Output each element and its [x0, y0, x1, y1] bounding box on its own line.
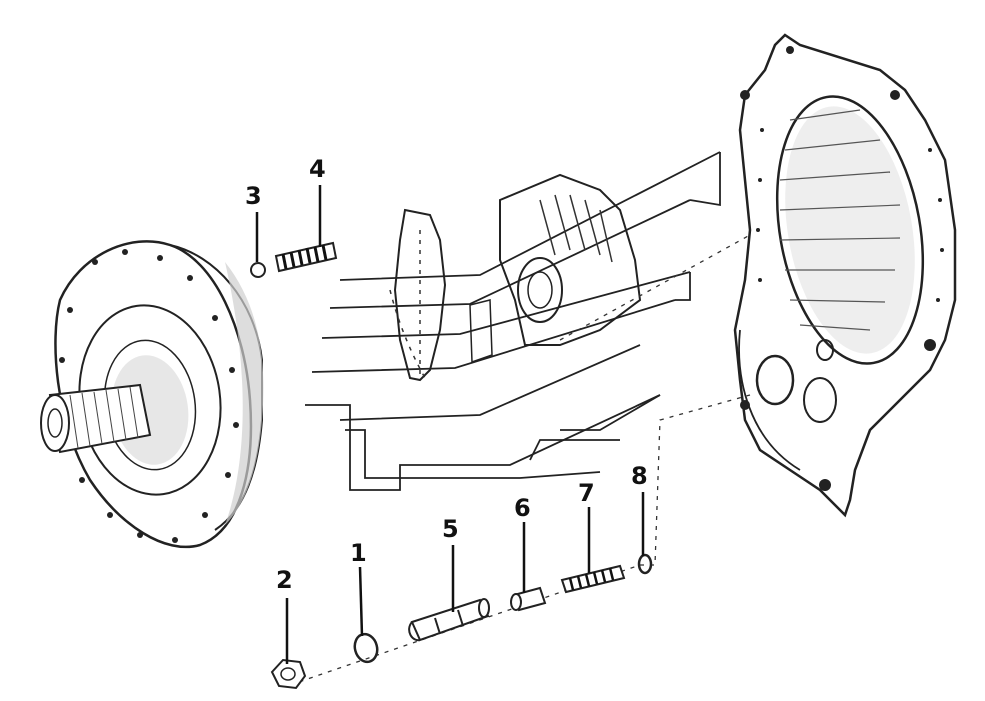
callout-3: 3 [245, 182, 262, 210]
part-2-plug [270, 658, 307, 690]
part-5-valve-spool [408, 598, 490, 642]
callout-6: 6 [514, 494, 531, 522]
part-6-sleeve [510, 586, 547, 612]
callout-8: 8 [631, 462, 648, 490]
callout-1: 1 [350, 539, 367, 567]
pump-housing [40, 240, 264, 549]
callout-5: 5 [442, 515, 459, 543]
part-8-washer [637, 553, 653, 575]
valve-body-cutaway [305, 151, 721, 491]
callout-4: 4 [309, 155, 326, 183]
callout-2: 2 [276, 566, 293, 594]
part-4-spring [274, 241, 338, 273]
part-7-spring [560, 564, 626, 594]
converter-housing-flange [733, 33, 957, 518]
callout-7: 7 [578, 479, 595, 507]
part-3-ball [250, 262, 266, 278]
